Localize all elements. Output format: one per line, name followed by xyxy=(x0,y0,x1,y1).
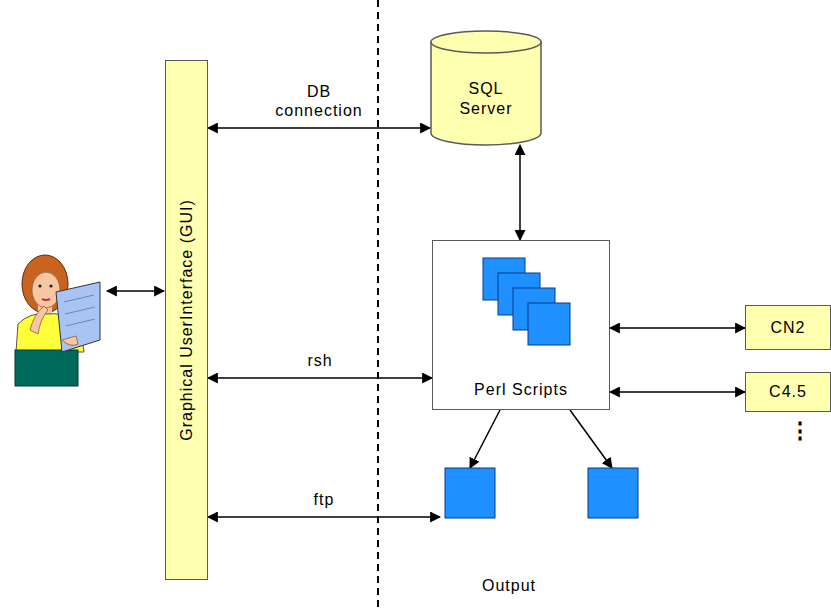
node-label: CN2 xyxy=(770,318,805,337)
edge-label: rsh xyxy=(307,351,332,370)
node-label: SQL Server xyxy=(451,79,521,117)
connector-arrow xyxy=(610,327,745,329)
continuation-mark: ⋮ xyxy=(789,418,812,444)
connector-arrow xyxy=(470,410,500,468)
connector-arrow xyxy=(570,410,612,468)
tool-box: CN2 xyxy=(745,305,831,350)
connector-arrow xyxy=(519,145,521,240)
output-files xyxy=(440,468,645,598)
boundary-line xyxy=(377,0,379,610)
tool-box: C4.5 xyxy=(745,372,831,412)
connector-arrow xyxy=(208,516,440,518)
script-box: Perl Scripts xyxy=(432,240,610,410)
user-figure xyxy=(15,255,100,386)
database-cylinder: SQL Server xyxy=(430,30,542,145)
node-label: C4.5 xyxy=(769,382,807,401)
node-label: Graphical UserInterface (GUI) xyxy=(177,199,196,441)
output-group: Output xyxy=(440,468,645,598)
user-arrow xyxy=(107,290,164,292)
connector-arrow xyxy=(610,391,745,393)
edge-label: DB connection xyxy=(269,82,369,120)
connector-arrow xyxy=(208,377,432,379)
gui-band: Graphical UserInterface (GUI) xyxy=(165,60,208,580)
node-label: Output xyxy=(482,576,536,595)
node-label: Perl Scripts xyxy=(433,380,609,399)
edge-label: ftp xyxy=(314,490,335,509)
connector-arrow xyxy=(208,127,430,129)
